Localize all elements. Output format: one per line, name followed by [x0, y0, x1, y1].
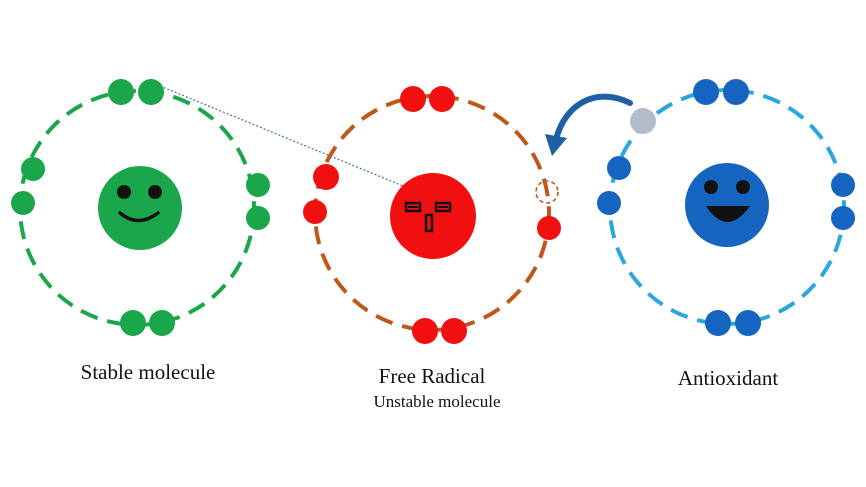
electron — [412, 318, 438, 344]
electron — [246, 206, 270, 230]
electron — [303, 200, 327, 224]
electron — [441, 318, 467, 344]
free-radical-molecule — [303, 86, 561, 344]
electron — [831, 173, 855, 197]
stable-electrons — [11, 79, 270, 336]
antioxidant-nucleus — [685, 163, 769, 247]
antioxidant-eye-right — [736, 180, 750, 194]
radical-mouth — [424, 213, 434, 233]
arrow-shaft — [554, 93, 633, 139]
radical-eye-left — [404, 201, 422, 213]
antioxidant-big-smile — [706, 206, 750, 222]
electron — [597, 191, 621, 215]
electron — [138, 79, 164, 105]
unstable-molecule-label: Unstable molecule — [373, 392, 501, 411]
electron — [313, 164, 339, 190]
electron — [723, 79, 749, 105]
electron — [21, 157, 45, 181]
electron — [429, 86, 455, 112]
stable-eye-right — [148, 185, 162, 199]
electron — [108, 79, 134, 105]
electron — [537, 216, 561, 240]
stable-nucleus — [98, 166, 182, 250]
electron — [120, 310, 146, 336]
antioxidant-electrons — [597, 79, 855, 336]
radical-eye-right — [434, 201, 452, 213]
electron — [11, 191, 35, 215]
stable-molecule — [11, 79, 270, 336]
antioxidant-eye-left — [704, 180, 718, 194]
electron — [831, 206, 855, 230]
stable-smile — [118, 211, 160, 223]
donated-electron — [630, 108, 656, 134]
electron — [246, 173, 270, 197]
electron — [705, 310, 731, 336]
radical-electrons — [303, 86, 561, 344]
antioxidant-label: Antioxidant — [677, 366, 779, 390]
electron — [607, 156, 631, 180]
antioxidant-molecule — [597, 79, 855, 336]
stable-eye-left — [117, 185, 131, 199]
missing-electron-slot — [535, 180, 559, 204]
electron — [149, 310, 175, 336]
donation-arrow — [545, 93, 633, 156]
arrow-head-icon — [545, 134, 567, 156]
attraction-dotted-line — [159, 85, 409, 189]
stable-molecule-label: Stable molecule — [80, 360, 216, 384]
electron — [400, 86, 426, 112]
electron — [693, 79, 719, 105]
free-radical-label: Free Radical — [378, 364, 486, 388]
electron — [735, 310, 761, 336]
